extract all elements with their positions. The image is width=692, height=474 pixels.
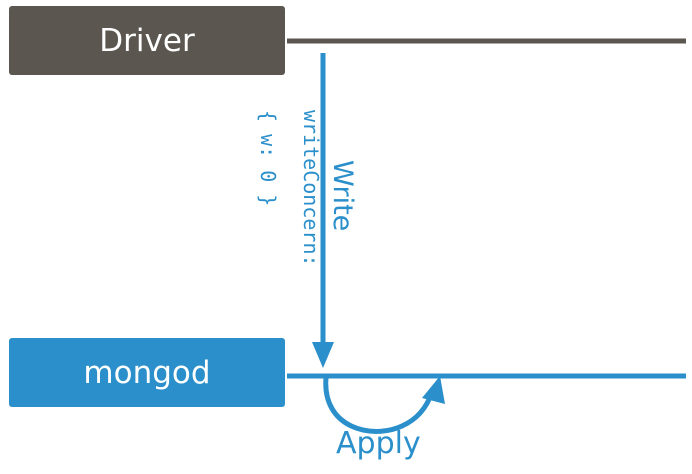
apply-arrow-curve xyxy=(323,377,435,434)
apply-label: Apply xyxy=(336,426,421,461)
write-concern-key: writeConcern: xyxy=(299,110,323,267)
write-concern-value: { w: 0 } xyxy=(256,110,280,207)
write-arrow-head xyxy=(312,342,334,368)
driver-label: Driver xyxy=(99,22,195,59)
mongod-label: mongod xyxy=(83,354,211,391)
write-label: Write xyxy=(327,160,358,232)
apply-arrow-head xyxy=(422,376,445,404)
driver-node: Driver xyxy=(9,6,285,75)
mongod-node: mongod xyxy=(9,338,285,407)
